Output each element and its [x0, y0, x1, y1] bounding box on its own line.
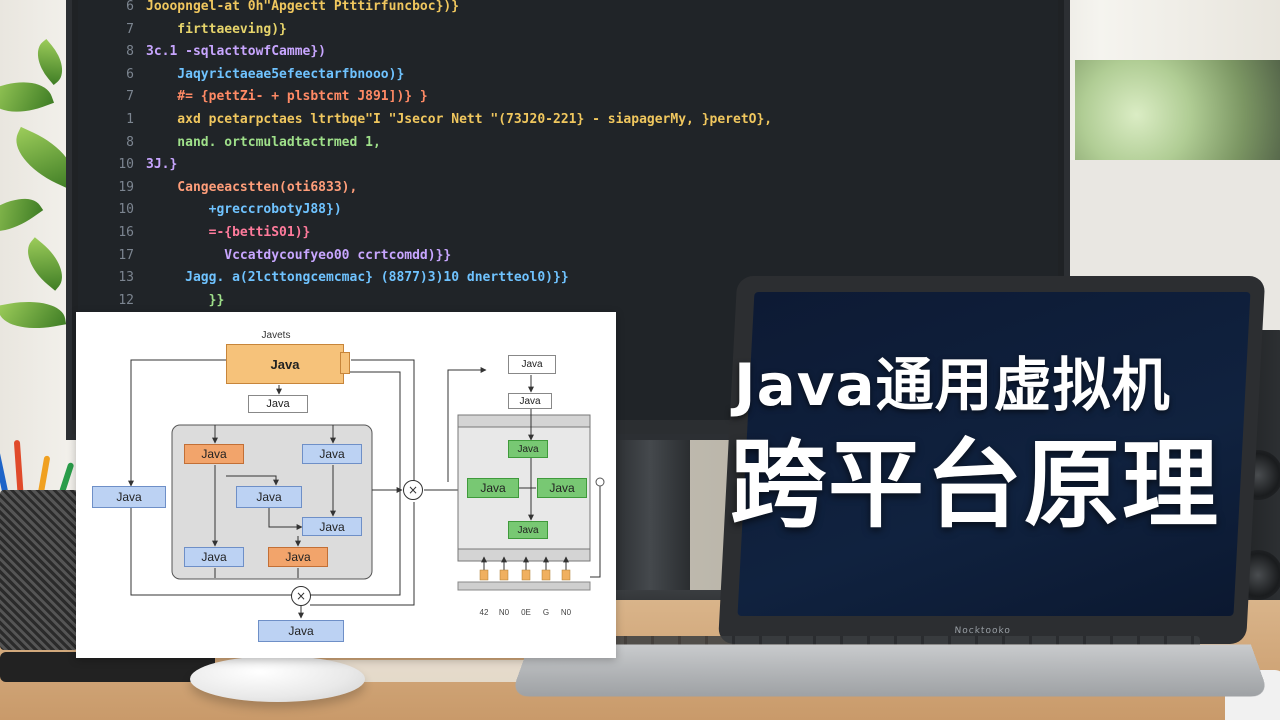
java-source-node-shadow: [340, 352, 350, 374]
code-line: 12 }}: [78, 290, 1058, 312]
code-line: 16 =-{bettiS01)}: [78, 222, 1058, 244]
java-node-left: Java: [92, 486, 166, 508]
java-node-blue-2: Java: [302, 517, 362, 536]
background-window: [1075, 60, 1280, 170]
line-number: 6: [126, 0, 134, 14]
mouse: [190, 656, 365, 702]
code-line: 6 Jaqyrictaeae5efeectarfbnooo)}: [78, 64, 1058, 86]
java-node-green-top: Java: [508, 440, 548, 458]
jvm-diagram: Javets Java Java Java Java Java Java Jav…: [76, 312, 616, 658]
code-line: 7 firttaeeving)}: [78, 19, 1058, 41]
java-node-green-left: Java: [467, 478, 519, 498]
java-node-right-white-2: Java: [508, 393, 552, 409]
tick-label: N0: [560, 608, 572, 617]
line-number: 7: [126, 89, 134, 105]
code-text: 3c.1 -sqlacttowfCamme}): [146, 44, 327, 60]
java-node-bottom: Java: [258, 620, 344, 642]
java-node-blue-1: Java: [302, 444, 362, 464]
code-text: =-{bettiS01)}: [146, 225, 311, 240]
code-line: 19 Cangeeacstten(oti6833),: [78, 177, 1058, 199]
code-text: +greccrobotyJ88}): [146, 202, 342, 218]
code-line: 1 axd pcetarpctaes ltrtbqe"I "Jsecor Net…: [78, 109, 1058, 131]
code-line: 10 +greccrobotyJ88}): [78, 199, 1058, 221]
code-line: 10 3J.}: [78, 154, 1058, 176]
code-text: Cangeeacstten(oti6833),: [146, 179, 358, 195]
code-line: 6 Jooopngel-at 0h"Apgectt Ptttirfuncboc})…: [78, 0, 1058, 18]
java-node-blue-center: Java: [236, 486, 302, 508]
line-number: 17: [118, 247, 134, 263]
line-number: 13: [118, 270, 134, 286]
multiply-icon: ×: [291, 586, 311, 606]
java-node-orange-1: Java: [184, 444, 244, 464]
java-node-green-bottom: Java: [508, 521, 548, 539]
line-number: 8: [126, 134, 134, 150]
line-number: 16: [118, 225, 134, 240]
line-number: 12: [118, 292, 134, 308]
title-line-1: Java通用虚拟机: [734, 351, 1171, 419]
line-number: 19: [118, 179, 134, 195]
code-text: 3J.}: [146, 157, 178, 173]
code-text: #= {pettZi- + plsbtcmt J891])} }: [146, 89, 428, 105]
tick-label: N0: [498, 608, 510, 617]
line-number: 7: [126, 21, 134, 37]
code-text: Jaqyrictaeae5efeectarfbnooo)}: [146, 66, 405, 82]
code-text: }}: [146, 292, 225, 308]
code-text: firttaeeving)}: [146, 21, 287, 37]
diagram-heading: Javets: [261, 330, 291, 341]
code-line: 7 #= {pettZi- + plsbtcmt J891])} }: [78, 86, 1058, 108]
code-line: 13 Jagg. a(2lcttongcemcmac} (8877)3)10 d…: [78, 267, 1058, 289]
line-number: 8: [126, 44, 134, 60]
code-line: 8 3c.1 -sqlacttowfCamme}): [78, 41, 1058, 63]
title-line-2: 跨平台原理: [730, 429, 1220, 541]
tick-label: 0E: [521, 608, 531, 617]
line-number: 10: [118, 202, 134, 218]
java-node-blue-3: Java: [184, 547, 244, 567]
multiply-icon: ×: [403, 480, 423, 500]
laptop-base: [510, 644, 1270, 697]
code-text: axd pcetarpctaes ltrtbqe"I "Jsecor Nett …: [146, 112, 773, 127]
java-node-compiler: Java: [248, 395, 308, 413]
line-number: 6: [126, 66, 134, 82]
code-line: 17 Vccatdycoufyeo00 ccrtcomdd)}}: [78, 245, 1058, 267]
code-text: Jooopngel-at 0h"Apgectt Ptttirfuncboc})}: [146, 0, 460, 14]
java-node-green-right: Java: [537, 478, 587, 498]
code-line: 8 nand. ortcmuladtactrmed 1,: [78, 132, 1058, 154]
monitor-stand: [610, 440, 690, 600]
laptop-brand: Nocktooko: [954, 626, 1012, 636]
tick-label: G: [542, 608, 550, 617]
code-text: Vccatdycoufyeo00 ccrtcomdd)}}: [146, 247, 452, 263]
java-node-orange-2: Java: [268, 547, 328, 567]
code-text: Jagg. a(2lcttongcemcmac} (8877)3)10 dner…: [146, 270, 569, 286]
java-node-right-white-1: Java: [508, 355, 556, 374]
line-number: 1: [126, 112, 134, 127]
mousepad: [300, 660, 560, 682]
line-number: 10: [118, 157, 134, 173]
java-source-node: Java: [226, 344, 344, 384]
tick-label: 42: [479, 608, 489, 617]
code-text: nand. ortcmuladtactrmed 1,: [146, 134, 381, 150]
